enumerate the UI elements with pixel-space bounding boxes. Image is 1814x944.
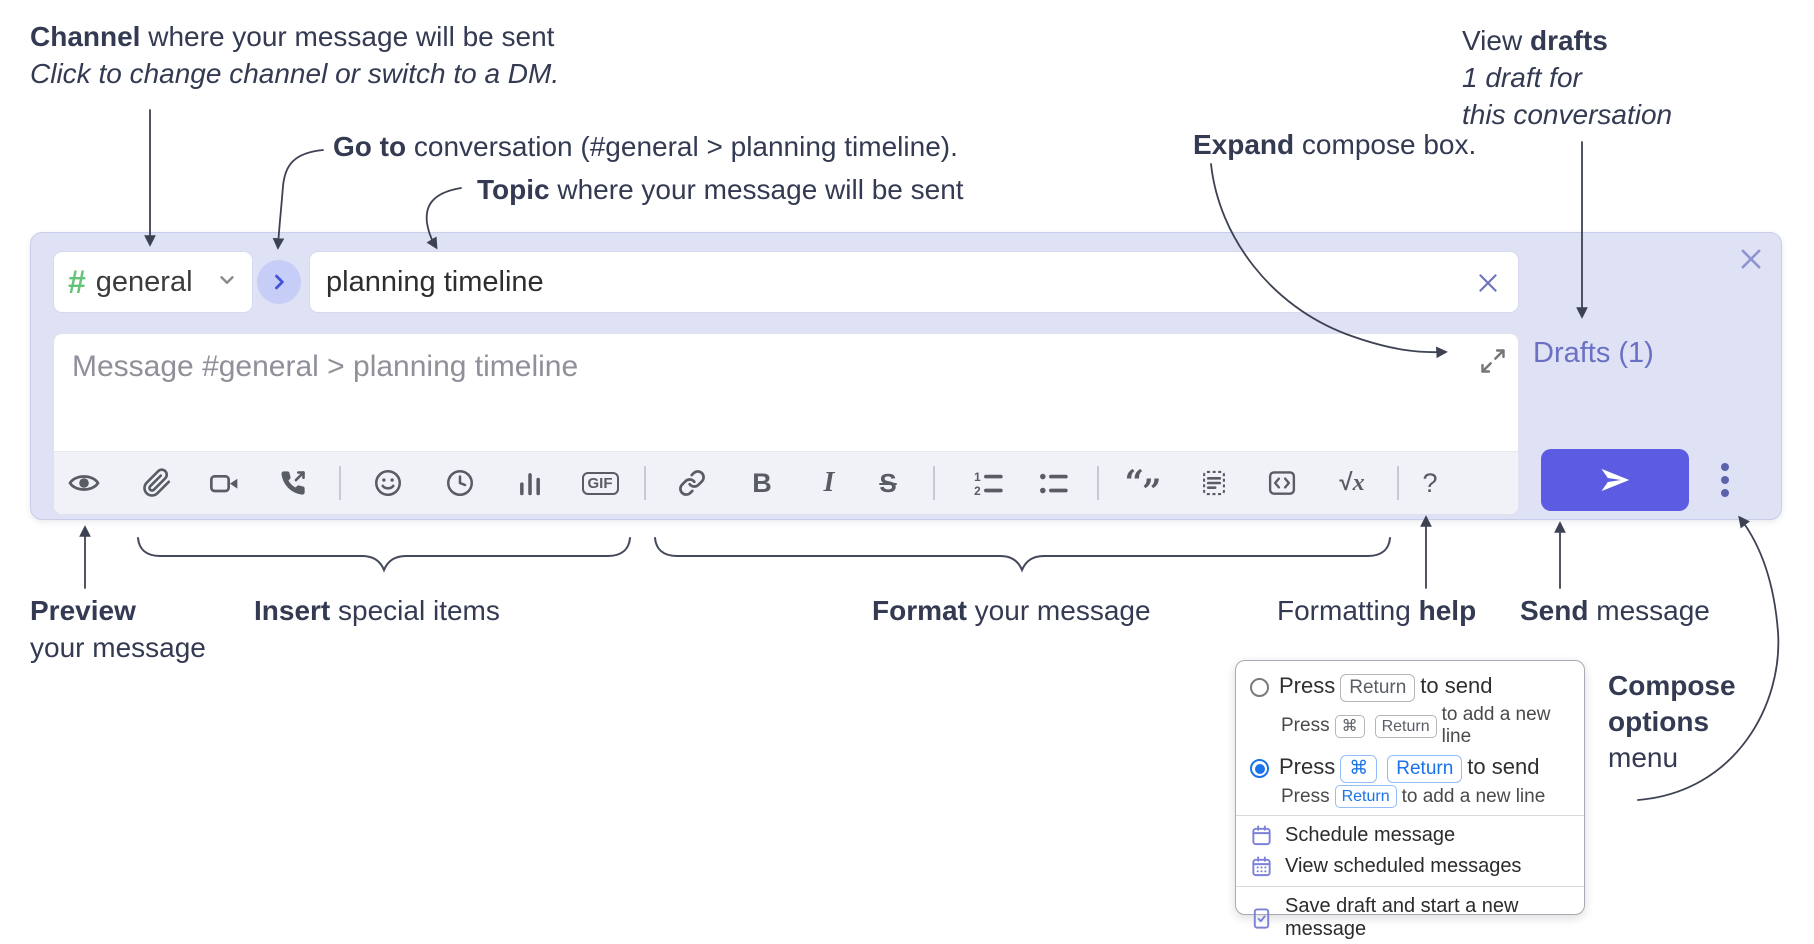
poll-button[interactable]	[512, 465, 548, 501]
spoiler-button[interactable]	[1196, 465, 1232, 501]
chevron-down-icon	[216, 269, 238, 296]
insert-brace	[137, 537, 631, 573]
bold-icon: B	[752, 467, 772, 498]
bulleted-list-button[interactable]	[1035, 465, 1071, 501]
expand-annotation: Expand compose box.	[1193, 129, 1477, 160]
compose-options-annotation: Compose options menu	[1608, 670, 1736, 773]
close-icon	[1741, 249, 1761, 269]
numbered-list-icon: 12	[974, 471, 1003, 498]
math-button[interactable]: √x	[1334, 465, 1370, 501]
dot-icon	[1721, 463, 1729, 471]
italic-button[interactable]: I	[811, 465, 847, 501]
topic-clear-button[interactable]	[1472, 267, 1504, 299]
toolbar-divider	[933, 466, 935, 500]
time-button[interactable]	[442, 465, 478, 501]
menu-divider	[1236, 815, 1584, 816]
compose-options-button[interactable]	[1707, 451, 1743, 509]
menu-divider	[1236, 886, 1584, 887]
saved-draft-icon	[1253, 907, 1270, 929]
voice-call-button[interactable]	[275, 465, 311, 501]
toolbar-divider	[1397, 466, 1399, 500]
bar-chart-icon	[520, 473, 540, 496]
dot-icon	[1721, 476, 1729, 484]
goto-conversation-button[interactable]	[257, 260, 301, 304]
send-button[interactable]	[1541, 449, 1689, 511]
calendar-grid-icon	[1252, 856, 1271, 877]
menu-item-save-draft[interactable]: Save draft and start a new message	[1250, 895, 1570, 941]
goto-annotation: Go to conversation (#general > planning …	[333, 131, 958, 162]
paperclip-icon	[143, 468, 171, 497]
toolbar-divider	[644, 466, 646, 500]
preview-button[interactable]	[66, 465, 102, 501]
send-plane-icon	[1601, 468, 1630, 492]
formatting-help-annotation: Formatting help	[1277, 595, 1477, 626]
topic-input[interactable]	[310, 252, 1518, 312]
attach-file-button[interactable]	[139, 465, 175, 501]
bulleted-list-icon	[1040, 473, 1068, 494]
toolbar-divider	[339, 466, 341, 500]
preview-annotation: Preview your message	[30, 595, 206, 663]
math-icon: √x	[1339, 469, 1365, 496]
drafts-link[interactable]: Drafts (1)	[1533, 337, 1654, 369]
gif-icon: GIF	[581, 471, 619, 495]
quote-button[interactable]: “”	[1124, 463, 1161, 512]
expand-compose-button[interactable]	[1476, 344, 1510, 378]
video-camera-icon	[210, 475, 238, 493]
topic-field-wrap	[309, 251, 1519, 313]
message-area: GIF B I S 12	[53, 333, 1519, 515]
svg-text:1: 1	[974, 471, 981, 484]
menu-item-schedule-message[interactable]: Schedule message	[1250, 824, 1570, 847]
channel-annotation: Channel where your message will be sent …	[30, 21, 560, 89]
message-formatting-help-button[interactable]: ?	[1412, 465, 1448, 501]
channel-selector[interactable]: # general	[53, 251, 253, 313]
gif-button[interactable]: GIF	[581, 465, 619, 501]
quote-icon: “”	[1124, 463, 1161, 512]
question-mark-icon: ?	[1422, 467, 1438, 498]
chevron-right-icon	[275, 274, 284, 290]
view-drafts-annotation: View drafts 1 draft for this conversatio…	[1462, 25, 1673, 130]
strikethrough-button[interactable]: S	[870, 465, 906, 501]
send-annotation: Send message	[1520, 595, 1710, 626]
format-annotation: Format your message	[872, 595, 1151, 626]
topic-annotation: Topic where your message will be sent	[477, 174, 964, 205]
compose-close-button[interactable]	[1733, 241, 1769, 277]
calendar-icon	[1252, 825, 1271, 846]
phone-outgoing-icon	[281, 471, 305, 495]
code-icon	[1268, 471, 1296, 495]
video-call-button[interactable]	[206, 465, 242, 501]
bold-button[interactable]: B	[744, 465, 780, 501]
eye-icon	[68, 475, 100, 491]
compose-box: # general Drafts (1)	[30, 232, 1782, 520]
strikethrough-icon: S	[879, 467, 897, 498]
radio-checked-icon[interactable]	[1250, 759, 1269, 778]
svg-text:2: 2	[974, 485, 981, 498]
spoiler-icon	[1203, 470, 1225, 496]
clock-icon	[447, 470, 473, 496]
dot-icon	[1721, 489, 1729, 497]
channel-hash-icon: #	[68, 263, 86, 300]
menu-item-view-scheduled-messages[interactable]: View scheduled messages	[1250, 855, 1570, 878]
code-button[interactable]	[1264, 465, 1300, 501]
message-input[interactable]	[54, 334, 1518, 452]
italic-icon: I	[823, 467, 835, 498]
format-brace	[654, 537, 1391, 573]
radio-unchecked-icon[interactable]	[1250, 678, 1269, 697]
close-icon	[1479, 274, 1497, 292]
insert-annotation: Insert special items	[254, 595, 500, 626]
emoji-button[interactable]	[370, 465, 406, 501]
channel-name: general	[95, 265, 193, 298]
expand-icon	[1481, 349, 1505, 373]
link-icon	[679, 470, 705, 496]
toolbar-divider	[1097, 466, 1099, 500]
link-button[interactable]	[674, 465, 710, 501]
smiley-icon	[375, 470, 401, 496]
